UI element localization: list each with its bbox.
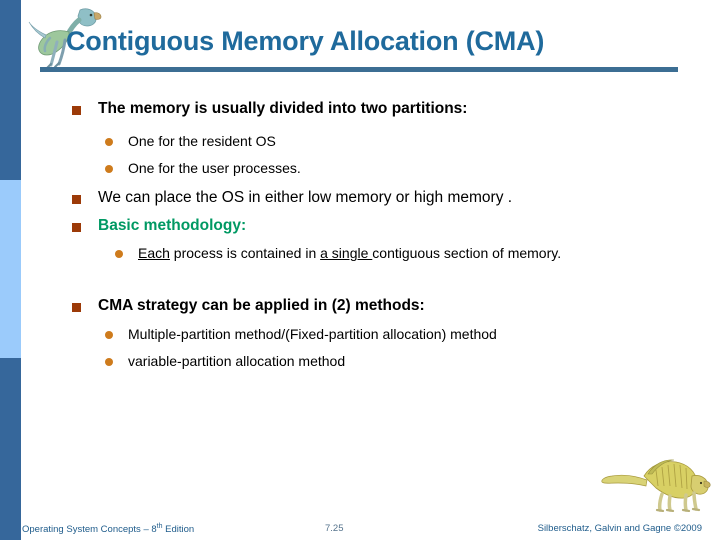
bullet-item-os-placement: We can place the OS in either low memory…	[72, 189, 702, 207]
square-bullet-icon	[72, 106, 81, 115]
sub-bullet-resident-os: One for the resident OS	[105, 133, 715, 149]
footer-copyright: Silberschatz, Galvin and Gagne ©2009	[537, 523, 702, 534]
emphasis-a-single: a single	[320, 245, 373, 261]
dimetrodon-logo	[601, 459, 711, 512]
emphasis-each: Each	[138, 245, 170, 261]
bullet-item-memory-partitions: The memory is usually divided into two p…	[72, 100, 702, 118]
dot-bullet-icon	[105, 358, 113, 366]
sub-bullet-text-tail: contiguous section of memory.	[372, 245, 562, 261]
bullet-text: The memory is usually divided into two p…	[98, 100, 468, 117]
dot-bullet-icon	[115, 250, 123, 258]
square-bullet-icon	[72, 195, 81, 204]
sub-bullet-user-processes: One for the user processes.	[105, 160, 715, 176]
sub-bullet-text: One for the resident OS	[128, 133, 276, 149]
dot-bullet-icon	[105, 331, 113, 339]
bullet-text: CMA strategy can be applied in (2) metho…	[98, 297, 425, 314]
dot-bullet-icon	[105, 138, 113, 146]
bullet-text-green: Basic methodology	[98, 217, 241, 234]
sub-bullet-text: Multiple-partition method/(Fixed-partiti…	[128, 326, 497, 342]
square-bullet-icon	[72, 223, 81, 232]
bullet-item-basic-methodology: Basic methodology:	[72, 217, 702, 235]
dinosaur-logo	[28, 8, 102, 69]
sub-bullet-multiple-partition: Multiple-partition method/(Fixed-partiti…	[105, 326, 715, 342]
sidebar-band-top	[0, 0, 21, 180]
bullet-text: Basic methodology:	[98, 217, 246, 235]
sub-bullet-text: Each process is contained in a single co…	[138, 245, 561, 261]
footer-edition-ordinal: th	[156, 523, 163, 530]
sub-bullet-contiguous-section: Each process is contained in a single co…	[115, 245, 720, 261]
sidebar-band-middle	[0, 180, 21, 358]
footer-book-title: Operating System Concepts – 8th Edition	[22, 523, 194, 535]
title-underline-rule	[40, 67, 678, 72]
footer-page-number: 7.25	[325, 523, 344, 534]
page-title: Contiguous Memory Allocation (CMA)	[66, 26, 545, 56]
sub-bullet-text: One for the user processes.	[128, 160, 301, 176]
sub-bullet-text: variable-partition allocation method	[128, 353, 346, 369]
slide-body: The memory is usually divided into two p…	[0, 92, 720, 492]
sub-bullet-text-mid: process is contained in	[169, 245, 321, 261]
square-bullet-icon	[72, 303, 81, 312]
footer-edition-text: Edition	[162, 524, 195, 536]
footer-book-title-text: Operating System Concepts – 8	[22, 524, 157, 536]
bullet-text-colon: :	[240, 217, 247, 234]
sidebar-band-bottom	[0, 358, 21, 540]
sub-bullet-variable-partition: variable-partition allocation method	[105, 353, 715, 369]
bullet-text: We can place the OS in either low memory…	[98, 189, 513, 206]
dot-bullet-icon	[105, 165, 113, 173]
bullet-item-cma-strategy: CMA strategy can be applied in (2) metho…	[72, 297, 702, 315]
